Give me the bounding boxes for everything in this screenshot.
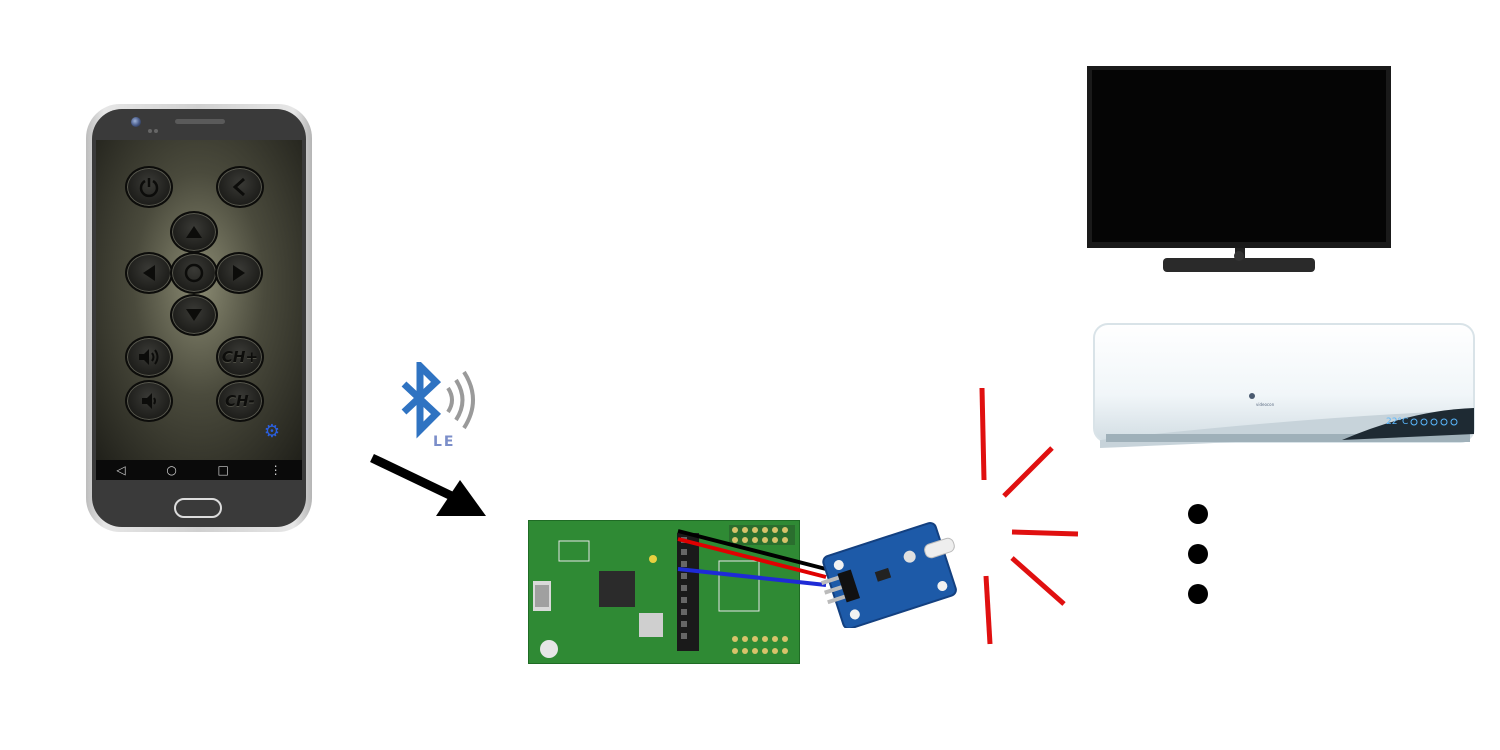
channel-down-label: CH- bbox=[225, 392, 255, 410]
jumper-wires bbox=[677, 529, 827, 587]
nav-back-icon[interactable]: ◁ bbox=[116, 463, 126, 477]
bluetooth-le-icon bbox=[401, 362, 475, 439]
left-button[interactable] bbox=[125, 252, 173, 294]
data-flow-arrow bbox=[370, 453, 486, 516]
arrow-left-icon bbox=[143, 265, 155, 281]
arrow-right-icon bbox=[233, 265, 245, 281]
more-devices-dot-2 bbox=[1188, 544, 1208, 564]
nav-menu-icon[interactable]: ⋮ bbox=[269, 463, 282, 477]
nav-home-icon[interactable]: ○ bbox=[166, 463, 177, 477]
ac-status-indicators bbox=[1408, 415, 1458, 427]
up-button[interactable] bbox=[170, 211, 218, 253]
more-devices-dot-3 bbox=[1188, 584, 1208, 604]
phone-speaker bbox=[175, 119, 225, 124]
power-icon bbox=[139, 178, 159, 198]
channel-up-button[interactable]: CH+ bbox=[216, 336, 264, 378]
svg-text:videocon: videocon bbox=[1256, 402, 1275, 407]
nav-recent-icon[interactable]: □ bbox=[217, 463, 229, 477]
segger-jlink-board bbox=[528, 520, 800, 664]
more-devices-dot-1 bbox=[1188, 504, 1208, 524]
phone-home-button bbox=[174, 498, 222, 518]
arrow-up-icon bbox=[186, 226, 202, 238]
channel-up-label: CH+ bbox=[221, 348, 259, 366]
power-button[interactable] bbox=[125, 166, 173, 208]
volume-down-button[interactable] bbox=[125, 380, 173, 422]
back-button[interactable] bbox=[216, 166, 264, 208]
volume-up-icon bbox=[139, 349, 159, 365]
volume-up-button[interactable] bbox=[125, 336, 173, 378]
chevron-left-icon bbox=[232, 177, 245, 197]
phone-sensor bbox=[148, 120, 160, 133]
television bbox=[1087, 66, 1391, 272]
front-camera bbox=[131, 117, 141, 127]
infrared-signal-rays bbox=[979, 387, 1079, 645]
volume-down-icon bbox=[142, 393, 156, 409]
settings-gear-icon[interactable]: ⚙ bbox=[263, 421, 281, 442]
right-button[interactable] bbox=[215, 252, 263, 294]
ok-button[interactable] bbox=[170, 252, 218, 294]
arrow-down-icon bbox=[186, 309, 202, 321]
ok-circle-icon bbox=[184, 263, 204, 283]
down-button[interactable] bbox=[170, 294, 218, 336]
android-nav-bar: ◁ ○ □ ⋮ bbox=[96, 460, 302, 480]
channel-down-button[interactable]: CH- bbox=[216, 380, 264, 422]
ble-label: LE bbox=[433, 434, 456, 450]
air-conditioner: videocon bbox=[1093, 323, 1475, 448]
infrared-emitter-module bbox=[820, 521, 957, 628]
ac-temperature-display: 22°C bbox=[1386, 417, 1409, 427]
